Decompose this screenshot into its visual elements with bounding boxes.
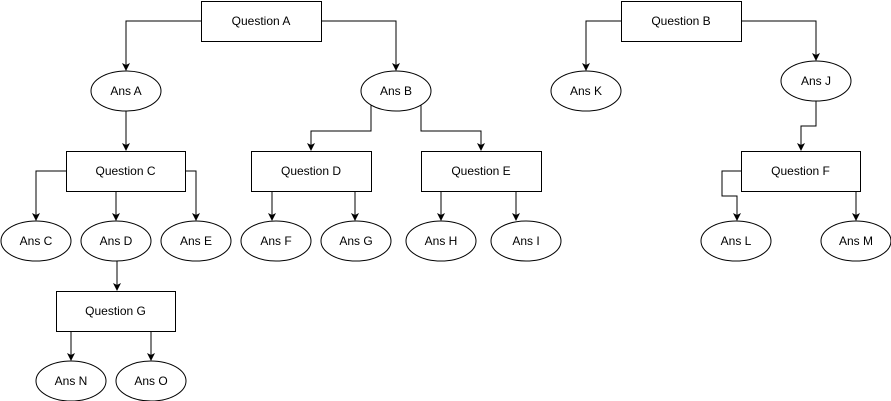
node-label: Ans L xyxy=(721,234,752,248)
node-label: Ans D xyxy=(100,234,133,248)
answer-ellipse-ansM: Ans M xyxy=(820,220,891,262)
answer-ellipse-ansI: Ans I xyxy=(490,220,562,262)
node-label: Question E xyxy=(451,164,510,178)
answer-ellipse-shape xyxy=(490,220,562,262)
answer-ellipse-shape xyxy=(550,70,622,112)
answer-ellipse-ansE: Ans E xyxy=(160,220,232,262)
node-label: Ans C xyxy=(20,234,53,248)
answer-ellipse-ansD: Ans D xyxy=(80,220,152,262)
answer-ellipse-shape xyxy=(405,220,477,262)
connector-qa-ansB xyxy=(321,20,400,71)
connector-qb-ansK xyxy=(582,20,621,71)
node-label: Question C xyxy=(95,164,155,178)
answer-ellipse-shape xyxy=(780,60,852,102)
answer-ellipse-shape xyxy=(0,220,72,262)
node-label: Ans N xyxy=(55,374,88,388)
question-box-shape xyxy=(56,291,176,332)
node-label: Ans M xyxy=(839,234,873,248)
question-box-qd: Question D xyxy=(251,151,372,192)
connectors xyxy=(32,20,860,361)
node-label: Ans A xyxy=(110,84,141,98)
connector-ansB-qd xyxy=(307,101,372,151)
question-box-qg: Question G xyxy=(56,291,176,332)
answer-ellipse-shape xyxy=(115,360,187,401)
question-box-shape xyxy=(66,151,186,192)
question-box-shape xyxy=(201,1,322,42)
answer-ellipse-shape xyxy=(240,220,312,262)
question-box-qb: Question B xyxy=(621,1,742,42)
node-label: Question A xyxy=(232,14,291,28)
answer-ellipse-shape xyxy=(35,360,107,401)
node-label: Question D xyxy=(281,164,341,178)
connector-qa-ansA xyxy=(122,20,201,71)
answer-ellipse-ansK: Ans K xyxy=(550,70,622,112)
question-box-qc: Question C xyxy=(66,151,186,192)
question-box-shape xyxy=(741,151,861,192)
question-box-shape xyxy=(421,151,542,192)
answer-ellipse-shape xyxy=(80,220,152,262)
connector-ansB-qe xyxy=(420,101,485,151)
answer-ellipse-ansG: Ans G xyxy=(320,220,392,262)
answer-ellipse-shape xyxy=(820,220,891,262)
node-label: Ans H xyxy=(425,234,458,248)
answer-ellipse-ansL: Ans L xyxy=(700,220,772,262)
question-box-qf: Question F xyxy=(741,151,861,192)
answer-ellipse-shape xyxy=(700,220,772,262)
node-label: Ans K xyxy=(570,84,602,98)
connector-qf-ansL xyxy=(721,170,741,221)
answer-ellipse-shape xyxy=(320,220,392,262)
connector-qc-ansE xyxy=(185,170,200,221)
answer-ellipse-ansN: Ans N xyxy=(35,360,107,401)
question-box-shape xyxy=(251,151,372,192)
answer-ellipse-ansA: Ans A xyxy=(90,70,162,112)
node-label: Question G xyxy=(85,304,146,318)
connector-qb-ansJ xyxy=(741,20,820,61)
answer-ellipse-ansC: Ans C xyxy=(0,220,72,262)
node-label: Ans F xyxy=(260,234,291,248)
answer-ellipse-ansO: Ans O xyxy=(115,360,187,401)
node-label: Ans J xyxy=(801,74,831,88)
node-label: Question B xyxy=(651,14,710,28)
answer-ellipse-shape xyxy=(360,70,432,112)
node-label: Question F xyxy=(771,164,830,178)
answer-ellipse-ansJ: Ans J xyxy=(780,60,852,102)
node-label: Ans I xyxy=(512,234,539,248)
question-box-shape xyxy=(621,1,742,42)
answer-ellipse-shape xyxy=(90,70,162,112)
node-label: Ans G xyxy=(339,234,372,248)
node-label: Ans B xyxy=(380,84,412,98)
connector-ansJ-qf xyxy=(797,101,817,151)
node-label: Ans O xyxy=(134,374,167,388)
answer-ellipse-shape xyxy=(160,220,232,262)
answer-ellipse-ansB: Ans B xyxy=(360,70,432,112)
answer-ellipse-ansH: Ans H xyxy=(405,220,477,262)
question-box-qe: Question E xyxy=(421,151,542,192)
node-label: Ans E xyxy=(180,234,212,248)
question-box-qa: Question A xyxy=(201,1,322,42)
connector-qc-ansC xyxy=(32,170,66,221)
answer-ellipse-ansF: Ans F xyxy=(240,220,312,262)
